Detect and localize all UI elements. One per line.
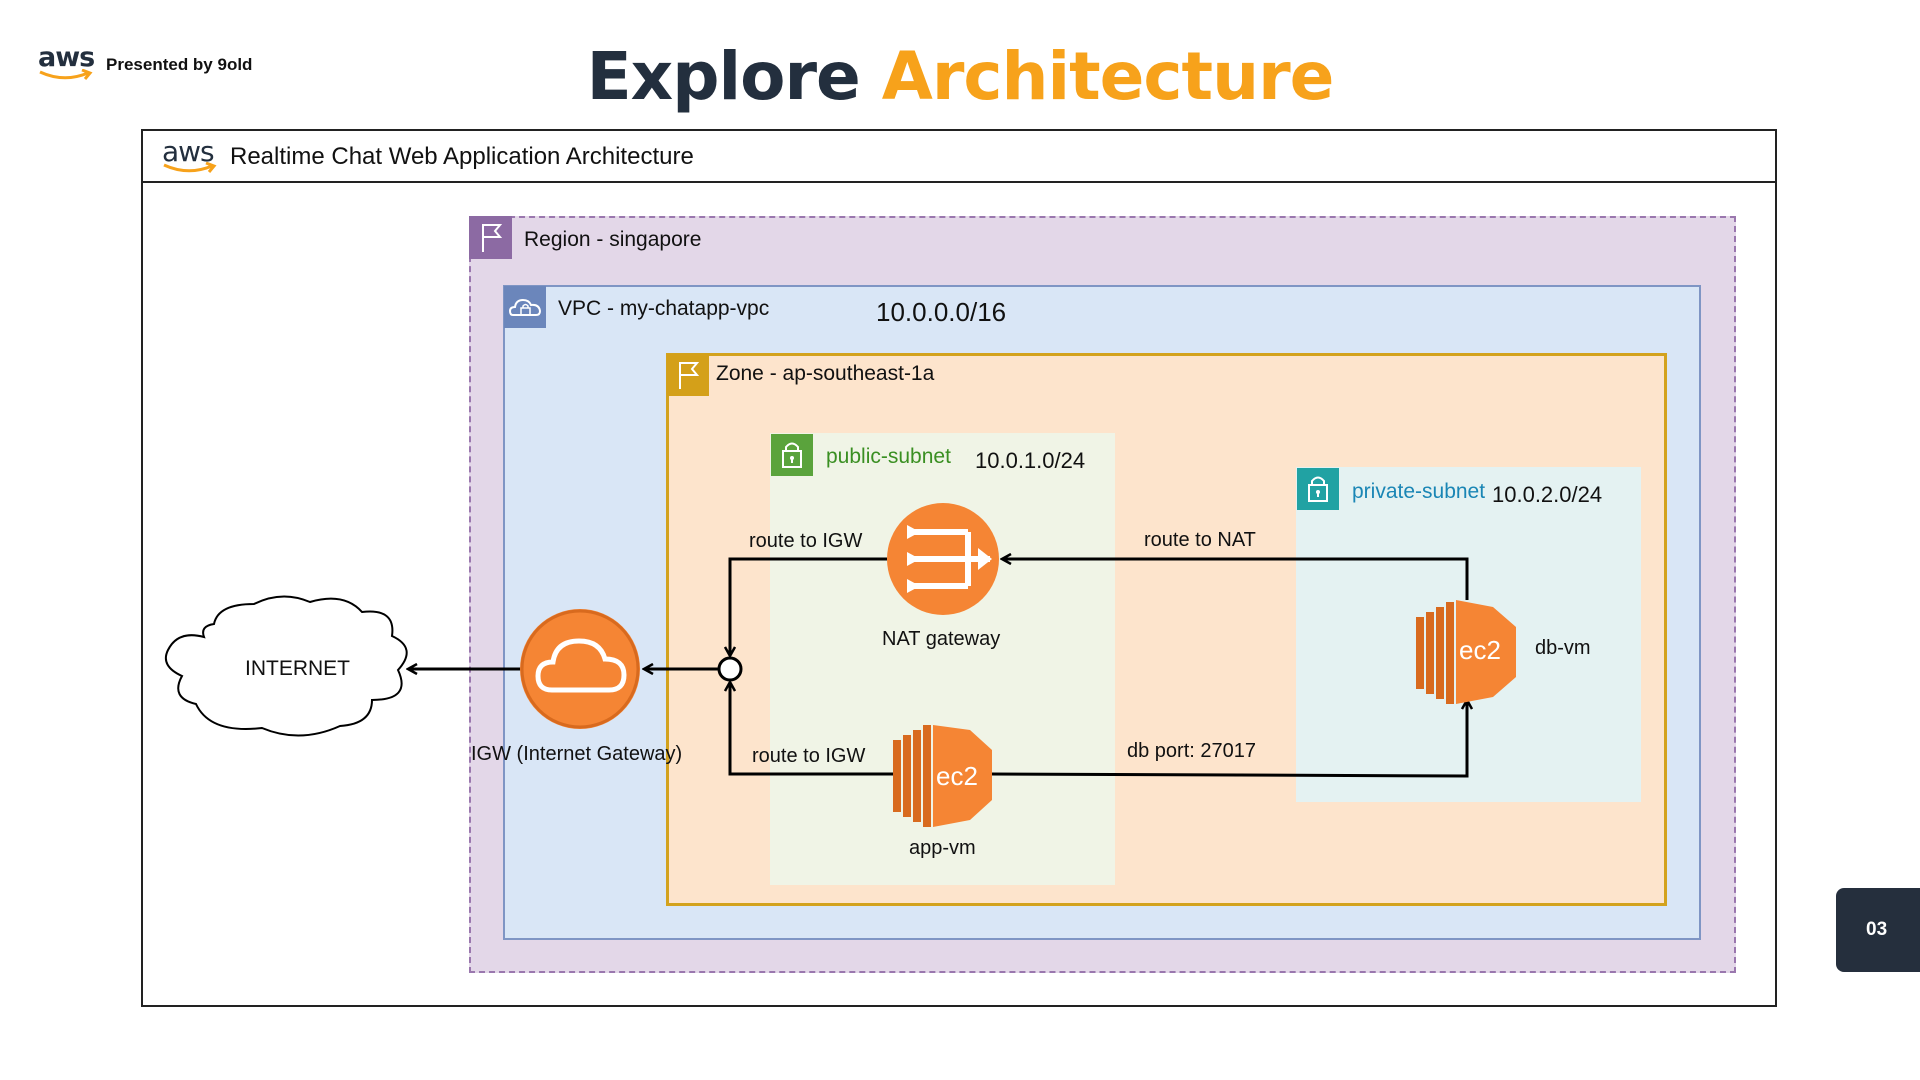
igw-cloud-icon [520, 609, 640, 729]
private-subnet-label: private-subnet [1352, 480, 1486, 503]
vpc-label: VPC - my-chatapp-vpc [558, 297, 770, 320]
public-subnet-cidr: 10.0.1.0/24 [975, 448, 1086, 473]
diagram-header [141, 129, 1777, 183]
nat-gateway-label: NAT gateway [882, 628, 1001, 650]
route-to-nat-label: route to NAT [1144, 529, 1256, 551]
vpc-cidr: 10.0.0.0/16 [876, 297, 1007, 327]
db-vm-ec2-icon [1416, 600, 1516, 704]
app-vm-ec2-text: ec2 [936, 761, 978, 791]
junction-node [717, 656, 743, 682]
app-vm-label: app-vm [909, 837, 976, 859]
diagram-aws-logo-text: aws [162, 135, 215, 168]
aws-logo-text: aws [38, 42, 95, 73]
zone-flag-icon [667, 354, 709, 396]
aws-smile-icon [163, 162, 217, 173]
diagram-title: Realtime Chat Web Application Architectu… [230, 143, 694, 170]
internet-cloud-icon [164, 595, 408, 737]
region-flag-icon [469, 216, 512, 259]
public-subnet-label: public-subnet [826, 445, 951, 468]
db-vm-label: db-vm [1535, 637, 1591, 659]
db-port-connection-line [989, 700, 1467, 778]
app-vm-ec2-icon [893, 725, 992, 827]
public-subnet-lock-icon [771, 434, 813, 476]
nat-route-to-igw-line [730, 557, 887, 656]
page-title: Explore Architecture [0, 38, 1920, 115]
aws-logo: aws [38, 42, 95, 83]
vpc-cloud-lock-icon [504, 286, 546, 328]
internet-label: INTERNET [245, 657, 350, 680]
presented-by: Presented by 9old [106, 55, 253, 74]
region-label: Region - singapore [524, 228, 702, 251]
diagram-aws-logo: aws [162, 138, 218, 176]
igw-label: IGW (Internet Gateway) [471, 743, 683, 765]
private-subnet-lock-icon [1297, 468, 1339, 510]
db-vm-ec2-text: ec2 [1459, 635, 1501, 665]
route-to-igw-label-top: route to IGW [749, 530, 863, 552]
zone-label: Zone - ap-southeast-1a [716, 362, 935, 385]
nat-gateway-icon [887, 503, 999, 615]
route-to-igw-label-bottom: route to IGW [752, 745, 866, 767]
page-title-part2: Architecture [881, 38, 1335, 115]
page-title-part1: Explore [586, 38, 861, 115]
db-route-to-nat-line [1002, 559, 1469, 600]
app-route-to-igw-line [730, 682, 894, 776]
page-number-badge: 03 [1836, 888, 1920, 972]
private-subnet-cidr: 10.0.2.0/24 [1492, 482, 1603, 507]
db-port-label: db port: 27017 [1127, 740, 1256, 762]
aws-smile-icon [39, 69, 93, 80]
